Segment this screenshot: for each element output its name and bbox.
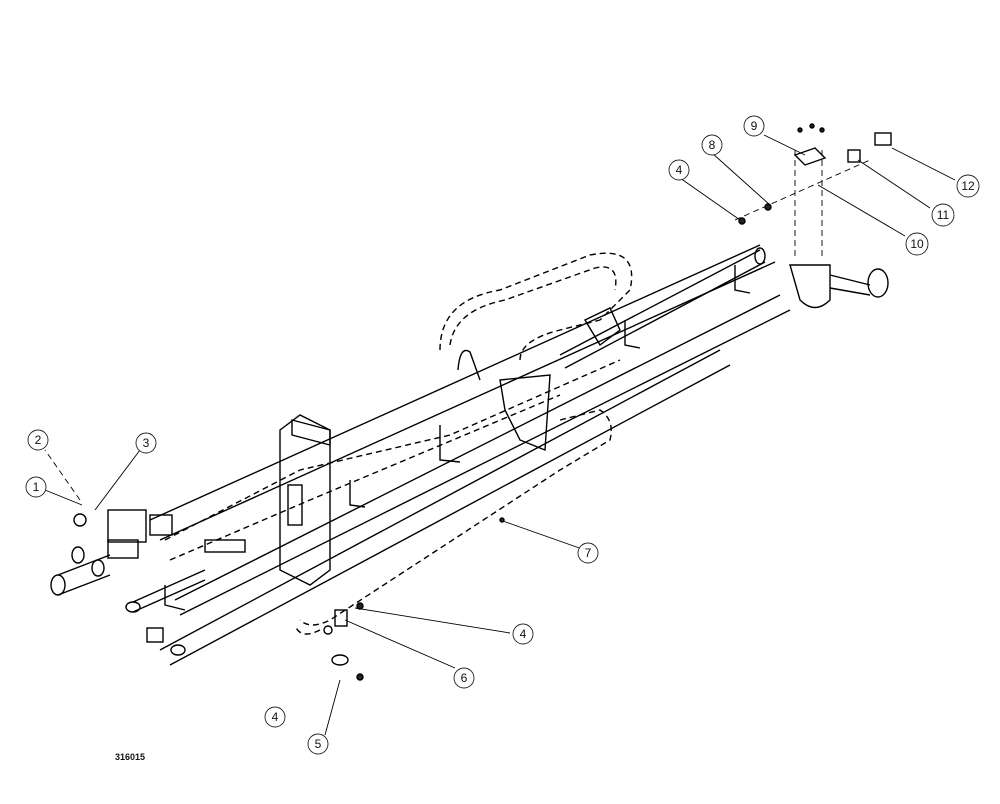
upright-plate	[279, 414, 331, 586]
callout-10: 10	[905, 232, 929, 256]
inlet-fitting	[50, 574, 66, 596]
callout-4c-label: 4	[272, 710, 279, 724]
hose-clamp-bar	[204, 539, 246, 553]
tube-end-square	[146, 627, 164, 643]
frame-rail-bottom	[159, 349, 721, 651]
callout-11-label: 11	[937, 208, 950, 222]
callout-9: 9	[743, 115, 765, 137]
callout-4a-label: 4	[676, 163, 683, 177]
frame-assembly	[44, 123, 956, 736]
clamp-5-part	[331, 654, 349, 666]
drawing-part-number: 316015	[115, 752, 146, 762]
callout-4a: 4	[668, 159, 690, 181]
callout-1: 1	[25, 476, 47, 498]
washer	[73, 513, 87, 527]
rear-hitch-bracket	[789, 264, 831, 309]
rear-tube-end	[754, 247, 766, 265]
callout-8: 8	[701, 134, 723, 156]
hose-run-1	[164, 359, 621, 541]
callout-7: 7	[577, 542, 599, 564]
clamp-2	[349, 480, 366, 508]
elbow-fitting	[457, 349, 481, 381]
callout-4c: 4	[264, 706, 286, 728]
frame-rail-mid-lower	[179, 309, 791, 616]
callout-11: 11	[931, 203, 955, 227]
frame-rail-top	[149, 244, 761, 521]
mounting-plate	[793, 147, 827, 166]
frame-rail-bottom-lower	[169, 364, 731, 666]
callout-12-label: 12	[961, 179, 975, 193]
valve-body	[107, 509, 147, 543]
callout-7-label: 7	[585, 546, 592, 560]
clamp-4	[734, 265, 751, 294]
hitch-ring	[867, 268, 889, 298]
bulkhead-fitting	[847, 149, 861, 163]
callout-4b: 4	[512, 623, 534, 645]
callout-1-label: 1	[33, 480, 40, 494]
callout-9-label: 9	[751, 119, 758, 133]
tee-fitting	[71, 546, 85, 564]
tube-end-lower	[170, 644, 186, 656]
callout-8-label: 8	[709, 138, 716, 152]
hose-run-2	[169, 394, 561, 561]
callout-5: 5	[307, 733, 329, 755]
frame-rail-mid	[174, 294, 781, 601]
callout-10-label: 10	[910, 237, 924, 251]
callout-5-label: 5	[315, 737, 322, 751]
clamp-3	[624, 320, 641, 349]
frame-front-block	[149, 514, 173, 536]
callout-2-label: 2	[35, 433, 42, 447]
hose-loop-upper	[439, 252, 633, 351]
callout-2: 2	[27, 429, 49, 451]
callout-6-label: 6	[461, 671, 468, 685]
clamp-5	[164, 585, 186, 611]
callout-12: 12	[956, 174, 980, 198]
callout-6: 6	[453, 667, 475, 689]
callout-3-label: 3	[143, 436, 150, 450]
elbow-6	[334, 609, 348, 627]
quick-coupler	[874, 132, 892, 146]
center-bracket	[499, 374, 551, 452]
callout-3: 3	[135, 432, 157, 454]
clamp-1	[439, 425, 461, 463]
frame-rail-top-lower	[159, 261, 776, 541]
hose-loop-upper-inner	[449, 266, 617, 346]
callout-4b-label: 4	[520, 627, 527, 641]
hose-loop-lower	[299, 409, 612, 626]
